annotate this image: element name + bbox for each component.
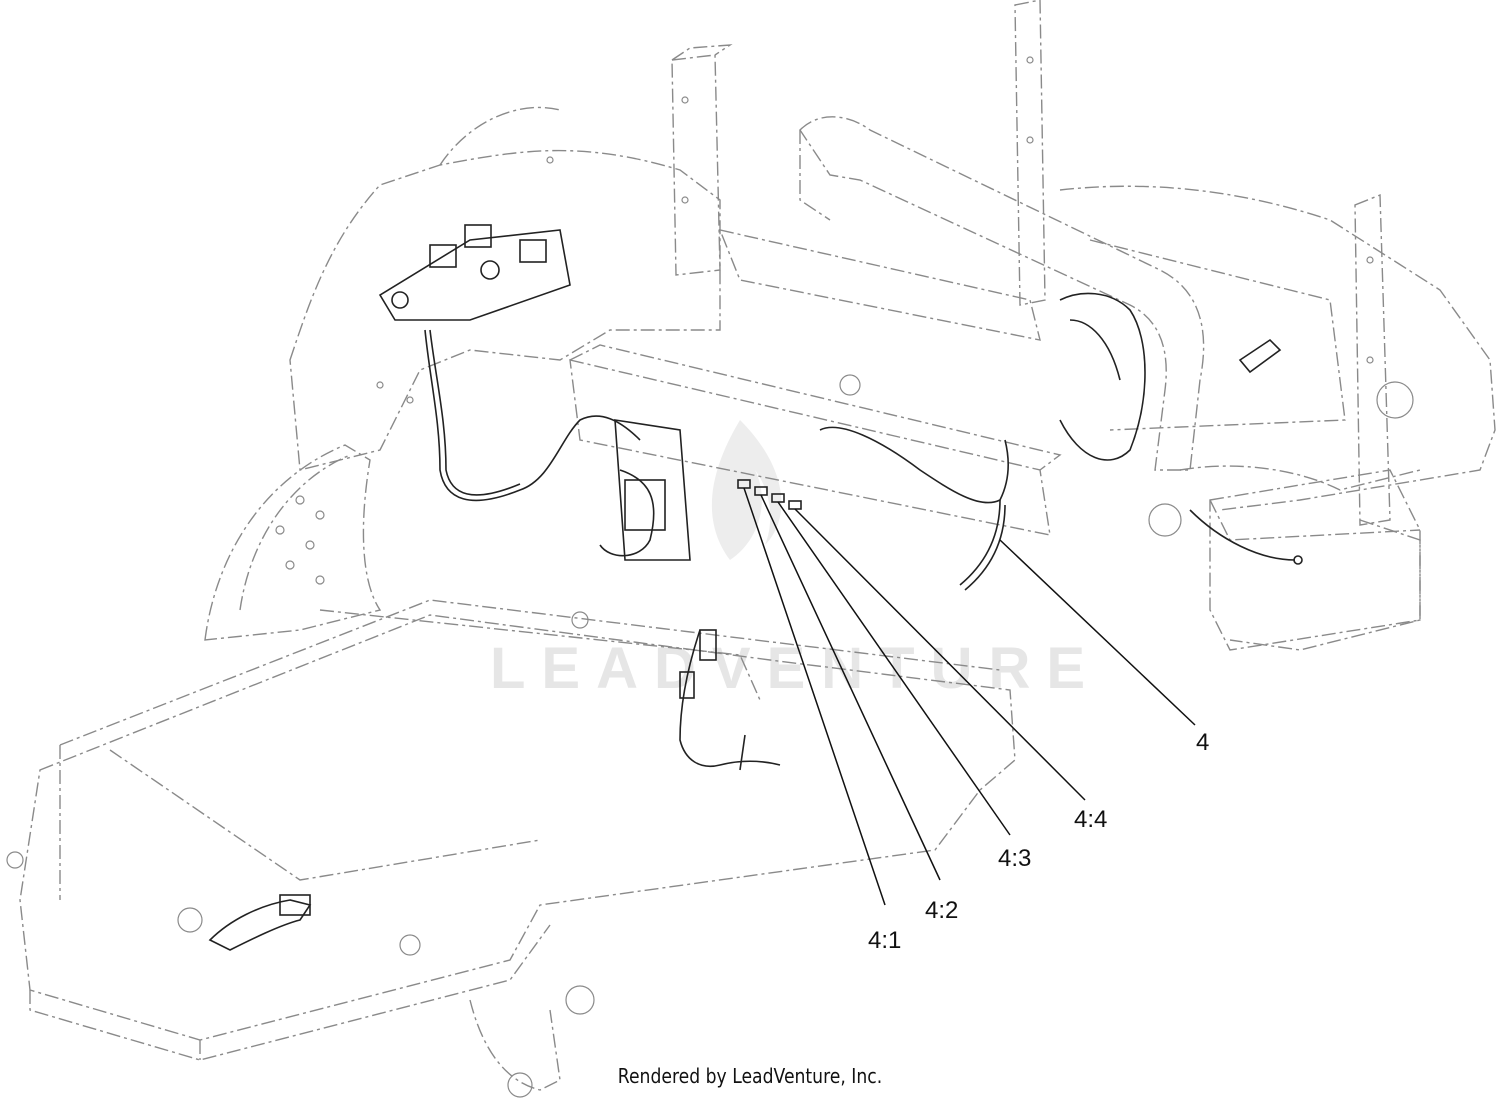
frame-holes [6,56,1414,1098]
footer-credit: Rendered by LeadVenture, Inc. [617,1064,883,1088]
callout-4-2: 4:2 [925,897,958,924]
callout-4: 4 [1196,729,1209,756]
leader-line-4-3 [777,501,1011,836]
flame-watermark-icon [711,420,782,560]
leader-line-4 [999,539,1196,726]
watermark-text: LEADVENTURE [490,636,1101,701]
callout-4-1: 4:1 [868,927,901,954]
callout-4-3: 4:3 [998,845,1031,872]
leader-line-4-1 [743,487,886,906]
wiring-harness [208,224,1303,951]
leader-line-4-2 [760,494,941,881]
frame-outline [19,0,1496,1091]
leader-lines [743,487,1196,906]
callouts: 4 4:4 4:3 4:2 4:1 [868,729,1209,954]
callout-4-4: 4:4 [1074,806,1107,833]
leader-line-4-4 [794,508,1086,801]
